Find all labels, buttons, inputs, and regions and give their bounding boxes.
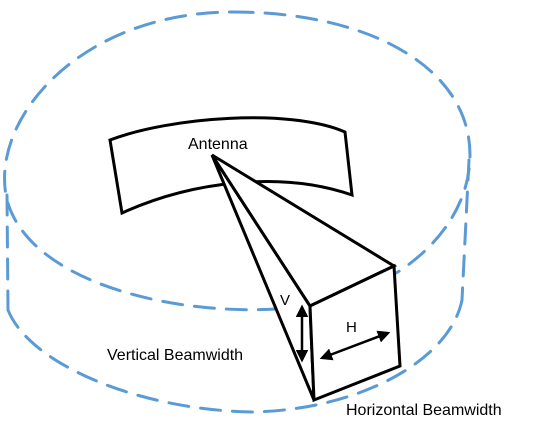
vertical-beamwidth-label: Vertical Beamwidth [107, 347, 243, 364]
cylinder-right-side [460, 158, 471, 302]
cylinder-bottom-arc [6, 298, 464, 414]
horizontal-arrow-icon [319, 330, 391, 361]
antenna-label: Antenna [188, 136, 248, 153]
horizontal-marker-label: H [346, 319, 357, 336]
coverage-cylinder [3, 10, 472, 414]
vertical-marker-label: V [280, 292, 290, 309]
cylinder-top-ellipse [3, 10, 472, 312]
cylinder-left-side [5, 193, 10, 312]
horizontal-beamwidth-label: Horizontal Beamwidth [346, 402, 502, 419]
